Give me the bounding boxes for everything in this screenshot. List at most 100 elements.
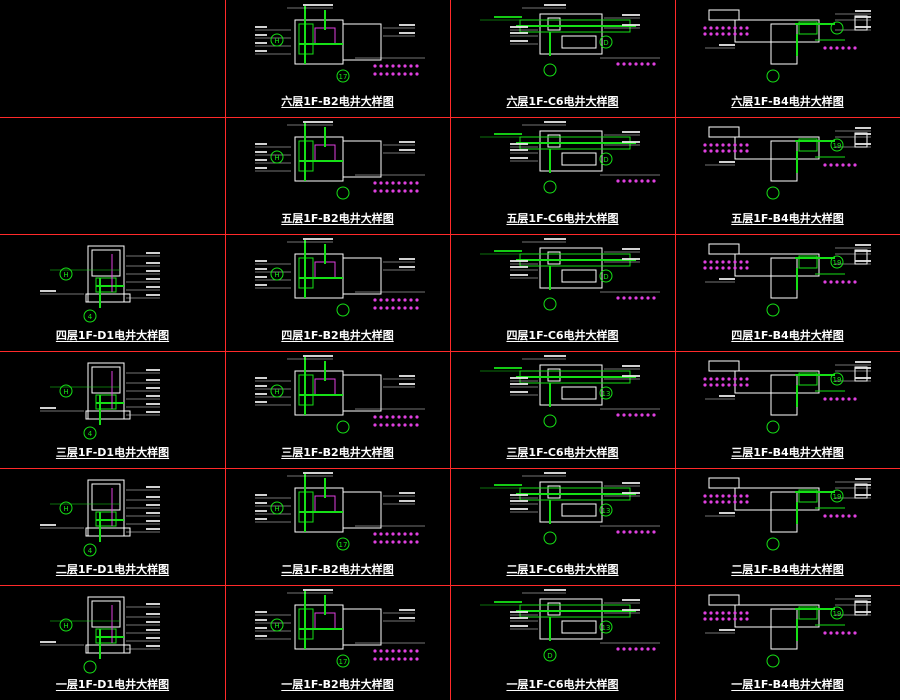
note-box <box>708 477 740 489</box>
cable-marker-dot <box>379 64 383 68</box>
annotation-text-stub <box>719 278 735 280</box>
cable-marker-dot <box>703 377 707 381</box>
axis-bubble-label: H <box>63 271 68 279</box>
shaft-room-box <box>91 249 121 277</box>
axis-bubble-icon <box>599 269 613 283</box>
shaft-room-box <box>770 140 798 182</box>
annotation-text-stub <box>399 383 415 385</box>
annotation-text-stub <box>146 369 160 371</box>
cable-marker-dot <box>721 500 725 504</box>
annotation-text-stub <box>622 141 640 143</box>
cable-marker-dot <box>721 143 725 147</box>
cable-marker-dot <box>709 149 713 153</box>
shaft-outer-wall <box>539 598 603 640</box>
cable-marker-dot <box>373 423 377 427</box>
cable-marker-dot <box>835 46 839 50</box>
cable-marker-dot <box>640 530 644 534</box>
annotation-text-stub <box>510 149 528 151</box>
cable-marker-dot <box>403 657 407 661</box>
cable-marker-dot <box>652 296 656 300</box>
detail-title: 三层1F-B4电井大样图 <box>731 446 844 459</box>
axis-bubble-icon <box>543 531 557 545</box>
cable-marker-dot <box>715 260 719 264</box>
cable-marker-dot <box>652 413 656 417</box>
annotation-text-stub <box>146 613 160 615</box>
cable-marker-dot <box>835 163 839 167</box>
annotation-text-stub <box>255 494 267 496</box>
annotation-text-stub <box>510 377 528 379</box>
annotation-text-stub <box>146 403 160 405</box>
cable-marker-dot <box>391 72 395 76</box>
cable-marker-dot <box>391 657 395 661</box>
annotation-text-stub <box>255 276 267 278</box>
cable-marker-dot <box>745 383 749 387</box>
axis-bubble-icon <box>543 180 557 194</box>
cable-marker-dot <box>373 189 377 193</box>
axis-bubble-icon <box>270 384 284 398</box>
cable-marker-dot <box>703 500 707 504</box>
annotation-text-stub <box>510 157 528 159</box>
cable-marker-dot <box>415 189 419 193</box>
cable-marker-dot <box>397 181 401 185</box>
cable-marker-dot <box>403 532 407 536</box>
cable-marker-dot <box>703 383 707 387</box>
annotation-text-stub <box>255 635 267 637</box>
axis-bubble-icon <box>599 386 613 400</box>
axis-bubble-label: H <box>63 505 68 513</box>
cable-marker-dot <box>391 298 395 302</box>
annotation-text-stub <box>855 367 871 369</box>
shaft-plan-drawing: D <box>480 4 660 77</box>
cable-marker-dot <box>652 530 656 534</box>
distribution-panel <box>798 255 818 269</box>
axis-bubble-icon <box>599 35 613 49</box>
shaft-outer-wall <box>734 370 820 394</box>
axis-bubble-icon <box>543 63 557 77</box>
cable-marker-dot <box>727 260 731 264</box>
annotation-text-stub <box>855 611 871 613</box>
detail-title: 五层1F-C6电井大样图 <box>506 212 619 225</box>
cable-marker-dot <box>373 181 377 185</box>
shaft-column <box>547 251 561 265</box>
shaft-plan-drawing: H <box>255 121 425 200</box>
cable-marker-dot <box>409 532 413 536</box>
annotation-text-stub <box>399 149 415 151</box>
annotation-text-stub <box>510 611 528 613</box>
axis-bubble-icon <box>59 267 73 281</box>
cable-marker-dot <box>403 306 407 310</box>
shaft-plan-drawing: H17 <box>255 472 425 551</box>
annotation-text-stub <box>399 609 415 611</box>
shaft-outer-wall <box>294 253 344 299</box>
annotation-text-stub <box>255 510 267 512</box>
cable-marker-dot <box>415 181 419 185</box>
cable-marker-dot <box>739 32 743 36</box>
detail-title: 五层1F-B2电井大样图 <box>281 212 394 225</box>
cable-marker-dot <box>733 26 737 30</box>
cable-marker-dot <box>652 179 656 183</box>
shaft-column <box>547 368 561 382</box>
annotation-text-stub <box>494 250 522 252</box>
annotation-text-stub <box>146 379 160 381</box>
annotation-text-stub <box>544 589 566 591</box>
axis-bubble-icon <box>599 152 613 166</box>
adjacent-room <box>342 491 382 529</box>
annotation-text-stub <box>303 589 333 591</box>
cable-marker-dot <box>703 260 707 264</box>
cable-marker-dot <box>715 377 719 381</box>
cable-marker-dot <box>709 383 713 387</box>
cable-marker-dot <box>385 306 389 310</box>
cable-marker-dot <box>745 32 749 36</box>
annotation-text-stub <box>255 159 267 161</box>
annotation-text-stub <box>146 252 160 254</box>
shaft-outer-wall <box>539 364 603 406</box>
annotation-text-stub <box>494 133 522 135</box>
cable-marker-dot <box>646 62 650 66</box>
cable-marker-dot <box>841 163 845 167</box>
cable-marker-dot <box>409 306 413 310</box>
equipment-box <box>561 35 597 49</box>
cable-marker-dot <box>646 179 650 183</box>
cable-marker-dot <box>703 26 707 30</box>
cable-marker-dot <box>616 296 620 300</box>
